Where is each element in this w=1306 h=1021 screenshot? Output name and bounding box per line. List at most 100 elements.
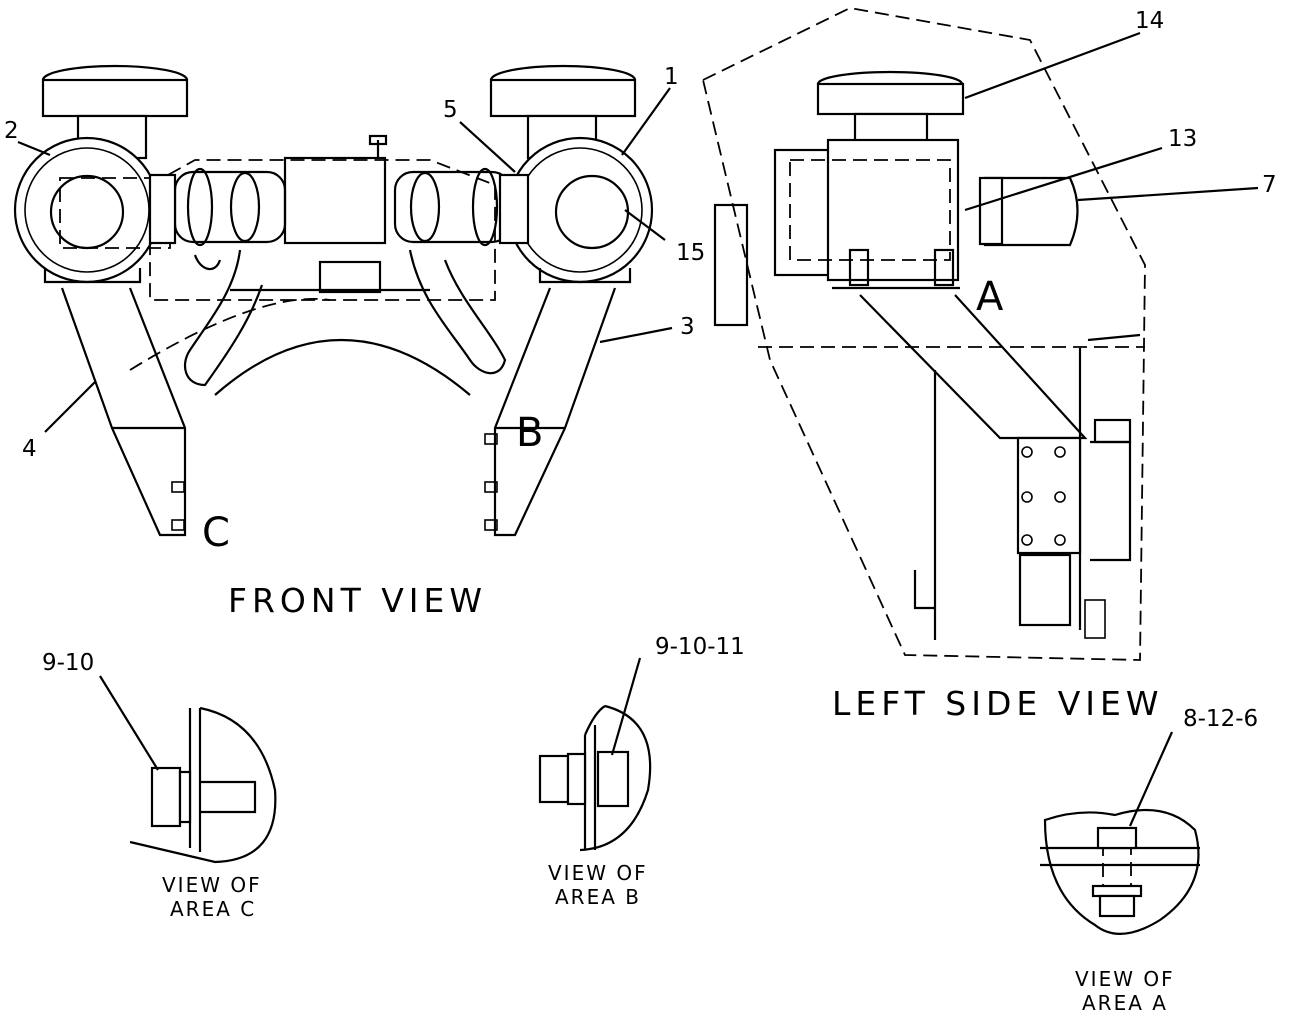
side-bolt-6 bbox=[1054, 534, 1066, 546]
left-support-bracket bbox=[60, 287, 187, 537]
leader-7 bbox=[1077, 186, 1259, 202]
side-cleaner-cap-end bbox=[773, 148, 832, 277]
engine-top-cap bbox=[368, 134, 388, 146]
front-view-title: FRONT VIEW bbox=[228, 581, 487, 620]
area-b-plate-bend bbox=[583, 705, 606, 736]
left-side-view-title: LEFT SIDE VIEW bbox=[832, 684, 1164, 723]
area-letter-b: B bbox=[516, 410, 543, 456]
area-b-nut bbox=[596, 750, 630, 808]
area-b-washer bbox=[566, 752, 587, 806]
side-bolt-2 bbox=[1054, 446, 1066, 458]
area-b-caption-2: AREA B bbox=[555, 885, 641, 909]
area-a-washer bbox=[1091, 884, 1143, 898]
leader-15 bbox=[624, 209, 666, 241]
left-lower-hose bbox=[183, 249, 264, 387]
right-bracket-bolt-2 bbox=[484, 481, 498, 493]
right-duct-clamp-2 bbox=[471, 167, 499, 247]
detail-area-a: 8-12-6 VIEW OF AREA A bbox=[1040, 706, 1258, 1015]
side-mount-foot-1 bbox=[848, 248, 870, 287]
leader-9-10 bbox=[99, 675, 159, 771]
left-bracket-bolt-2 bbox=[171, 519, 185, 531]
left-duct-clamp-2 bbox=[229, 171, 261, 243]
leader-4 bbox=[44, 381, 96, 433]
area-a-breakline bbox=[1043, 808, 1200, 935]
side-cleaner-housing bbox=[826, 138, 960, 282]
cab-edge-line bbox=[1087, 333, 1141, 342]
right-bracket-leg bbox=[493, 287, 617, 537]
right-outlet-clamp bbox=[498, 173, 530, 245]
side-support-diagonal bbox=[859, 294, 1088, 440]
right-bracket-bolt-1 bbox=[484, 433, 498, 445]
side-bolt-3 bbox=[1021, 491, 1033, 503]
area-c-breakline bbox=[129, 706, 277, 864]
side-bracket-small bbox=[1084, 599, 1106, 639]
side-cleaner-hidden bbox=[789, 159, 951, 261]
area-b-bolt-head bbox=[538, 754, 570, 804]
area-letter-a: A bbox=[976, 274, 1004, 320]
callout-15: 15 bbox=[676, 240, 705, 266]
leader-9-10-11 bbox=[610, 657, 642, 756]
side-mount-foot-2 bbox=[933, 248, 955, 287]
left-cleaner-hidden bbox=[59, 177, 171, 249]
side-post bbox=[913, 570, 935, 610]
right-intake-duct bbox=[393, 170, 512, 244]
callout-7: 7 bbox=[1262, 172, 1277, 198]
front-hidden-arc bbox=[129, 298, 331, 371]
front-view: 1 2 3 4 5 15 B C FRONT VIEW bbox=[4, 64, 705, 620]
area-a-bolt-hidden bbox=[1102, 847, 1132, 909]
right-support-bracket bbox=[484, 287, 617, 537]
leader-1 bbox=[621, 87, 671, 156]
right-lower-hose bbox=[408, 249, 507, 375]
leader-8-12-6 bbox=[1128, 731, 1174, 827]
area-a-nut bbox=[1098, 894, 1136, 918]
callout-4: 4 bbox=[22, 436, 37, 462]
left-side-view: 14 13 7 A LEFT SIDE VIEW bbox=[701, 7, 1277, 723]
side-bolt-4 bbox=[1054, 491, 1066, 503]
side-bolt-1 bbox=[1021, 446, 1033, 458]
callout-5: 5 bbox=[443, 97, 458, 123]
area-c-bolt-head bbox=[150, 766, 182, 828]
right-precleaner-body bbox=[489, 78, 637, 118]
area-c-caption-2: AREA C bbox=[170, 897, 256, 921]
left-cleaner-outlet bbox=[49, 174, 125, 250]
left-air-cleaner bbox=[13, 64, 189, 284]
side-upper-clamp bbox=[1093, 418, 1132, 444]
area-c-washer bbox=[178, 770, 192, 824]
left-bracket-leg bbox=[60, 287, 187, 537]
callout-9-10-11: 9-10-11 bbox=[655, 634, 745, 660]
right-duct-clamp-1 bbox=[409, 171, 441, 243]
area-a-caption-1: VIEW OF bbox=[1075, 967, 1175, 991]
front-wheel-arc bbox=[214, 338, 471, 396]
left-cleaner-mount bbox=[43, 268, 142, 284]
cab-outline bbox=[701, 7, 1146, 661]
right-air-cleaner bbox=[489, 64, 654, 284]
side-outlet-duct bbox=[983, 176, 1079, 247]
callout-13: 13 bbox=[1168, 126, 1197, 152]
callout-8-12-6: 8-12-6 bbox=[1183, 706, 1258, 732]
area-a-bolt-head bbox=[1096, 826, 1138, 850]
right-cleaner-outlet bbox=[554, 174, 630, 250]
side-lower-block bbox=[1018, 553, 1072, 627]
right-bracket-bolt-3 bbox=[484, 519, 498, 531]
leader-5 bbox=[459, 121, 516, 173]
side-outlet-clamp bbox=[978, 176, 1004, 246]
detail-area-b: 9-10-11 VIEW OF AREA B bbox=[538, 634, 745, 909]
area-b-breakline bbox=[579, 704, 652, 852]
side-precleaner-body bbox=[816, 82, 965, 116]
leader-3 bbox=[599, 326, 673, 344]
area-c-caption-1: VIEW OF bbox=[162, 873, 262, 897]
callout-1: 1 bbox=[664, 64, 679, 90]
area-c-bolt-shank bbox=[200, 780, 257, 814]
leader-2 bbox=[17, 140, 51, 157]
callout-9-10: 9-10 bbox=[42, 650, 94, 676]
callout-3: 3 bbox=[680, 314, 695, 340]
callout-14: 14 bbox=[1135, 8, 1164, 34]
side-bolt-5 bbox=[1021, 534, 1033, 546]
left-precleaner-body bbox=[41, 78, 189, 118]
side-tank-outline bbox=[1090, 440, 1132, 562]
side-panel-stub bbox=[713, 203, 749, 327]
right-cleaner-mount bbox=[538, 268, 632, 284]
left-duct-clamp-1 bbox=[186, 167, 214, 247]
